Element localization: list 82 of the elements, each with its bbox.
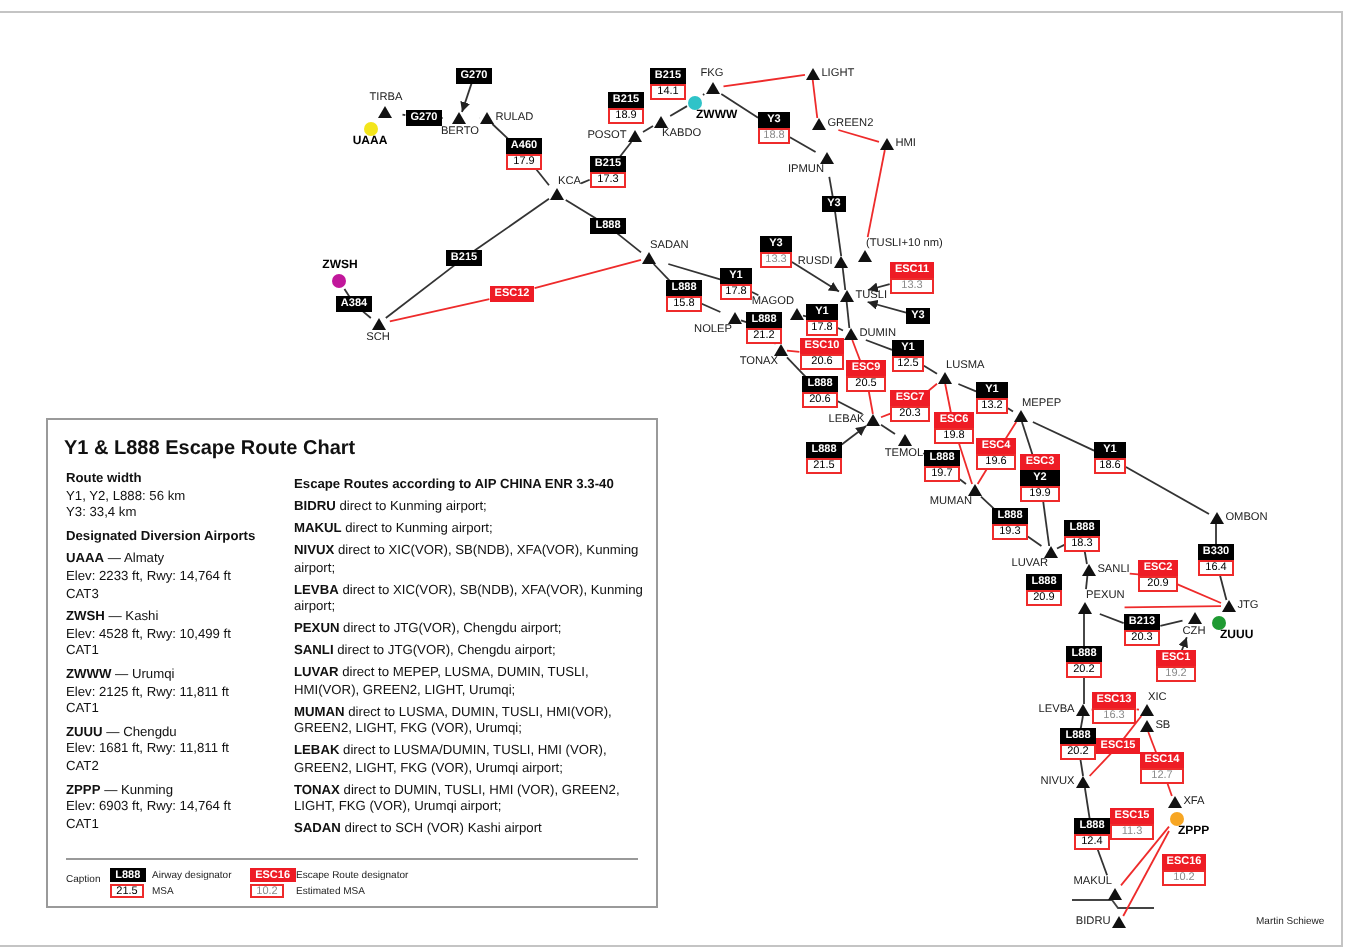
airway-line — [580, 178, 591, 185]
airway-line — [923, 364, 938, 375]
airway-line — [836, 400, 864, 415]
airway-line — [880, 423, 896, 435]
airway-line — [616, 232, 642, 254]
escape-route-line — [1147, 731, 1158, 754]
escape-route-line — [837, 129, 880, 143]
airway-line — [384, 264, 456, 319]
airway-line — [1079, 715, 1084, 730]
airway-line — [1079, 758, 1084, 777]
leader-arrow — [866, 299, 907, 314]
airway-line — [1083, 550, 1088, 565]
airway-line — [980, 495, 995, 510]
airway-line — [802, 314, 807, 318]
airway-line — [845, 301, 851, 329]
escape-route-line — [811, 79, 819, 119]
airway-line — [669, 105, 688, 117]
airway-line — [1042, 500, 1051, 547]
escape-route-line — [388, 298, 491, 323]
escape-route-line — [1128, 572, 1140, 576]
escape-route-line — [1120, 825, 1170, 887]
escape-route-line — [1176, 583, 1222, 604]
chart-title: Y1 & L888 Escape Route Chart — [64, 438, 356, 460]
airway-line — [700, 302, 722, 313]
airway-line — [652, 263, 671, 282]
airway-line — [1056, 543, 1066, 550]
airway-line — [864, 339, 893, 351]
escape-route-line — [1135, 708, 1140, 711]
airway-line — [1007, 407, 1014, 413]
airway-line — [1021, 421, 1034, 456]
airway-line — [958, 478, 967, 485]
escape-route-line — [944, 383, 952, 414]
airway-line — [667, 263, 721, 281]
leader-arrow — [1178, 636, 1188, 652]
escape-route-line — [533, 258, 642, 289]
leader-arrow — [460, 82, 473, 113]
airway-line — [841, 267, 847, 291]
airway-line — [491, 123, 509, 140]
airway-line — [789, 136, 817, 153]
airway-line — [834, 210, 843, 257]
airway-line — [1026, 535, 1043, 547]
escape-route-line — [1123, 605, 1222, 609]
airway-line — [1219, 574, 1228, 601]
airway-line — [828, 175, 834, 198]
airway-line — [786, 356, 807, 378]
escape-route-line — [1166, 782, 1173, 797]
escape-route-line — [1122, 830, 1170, 917]
airway-line — [751, 291, 760, 297]
escape-route-line — [1122, 715, 1143, 740]
escape-route-line — [1088, 752, 1112, 777]
escape-route-line — [880, 412, 892, 419]
escape-route-line — [786, 349, 801, 353]
airway-line — [564, 199, 597, 220]
leader-arrow — [791, 261, 840, 293]
airway-line — [837, 327, 844, 332]
airway-line — [1215, 523, 1217, 546]
escape-route-line — [866, 149, 886, 239]
airway-line — [720, 93, 759, 119]
airway-line — [1083, 676, 1085, 705]
airway-line — [957, 383, 977, 393]
airway-line — [535, 168, 550, 187]
escape-route-line — [867, 390, 874, 415]
airway-line — [1125, 466, 1210, 515]
airway-line — [1083, 613, 1085, 648]
escape-route-line — [927, 382, 938, 392]
escape-route-line — [1004, 421, 1018, 440]
airway-line — [1085, 575, 1089, 591]
airway-line — [1096, 848, 1108, 877]
escape-route-line — [976, 468, 988, 485]
leader-arrow — [867, 282, 891, 293]
airway-line — [1031, 421, 1095, 452]
escape-route-line — [958, 442, 973, 485]
escape-route-line — [851, 339, 862, 362]
airway-line — [473, 197, 550, 252]
airway-line — [401, 113, 407, 116]
airway-line — [1084, 787, 1091, 820]
leader-arrow — [840, 425, 867, 446]
airway-line — [642, 125, 654, 133]
escape-route-line — [722, 74, 806, 88]
airway-line — [1098, 613, 1125, 624]
airway-line — [1159, 619, 1184, 627]
airway-line — [619, 141, 633, 158]
